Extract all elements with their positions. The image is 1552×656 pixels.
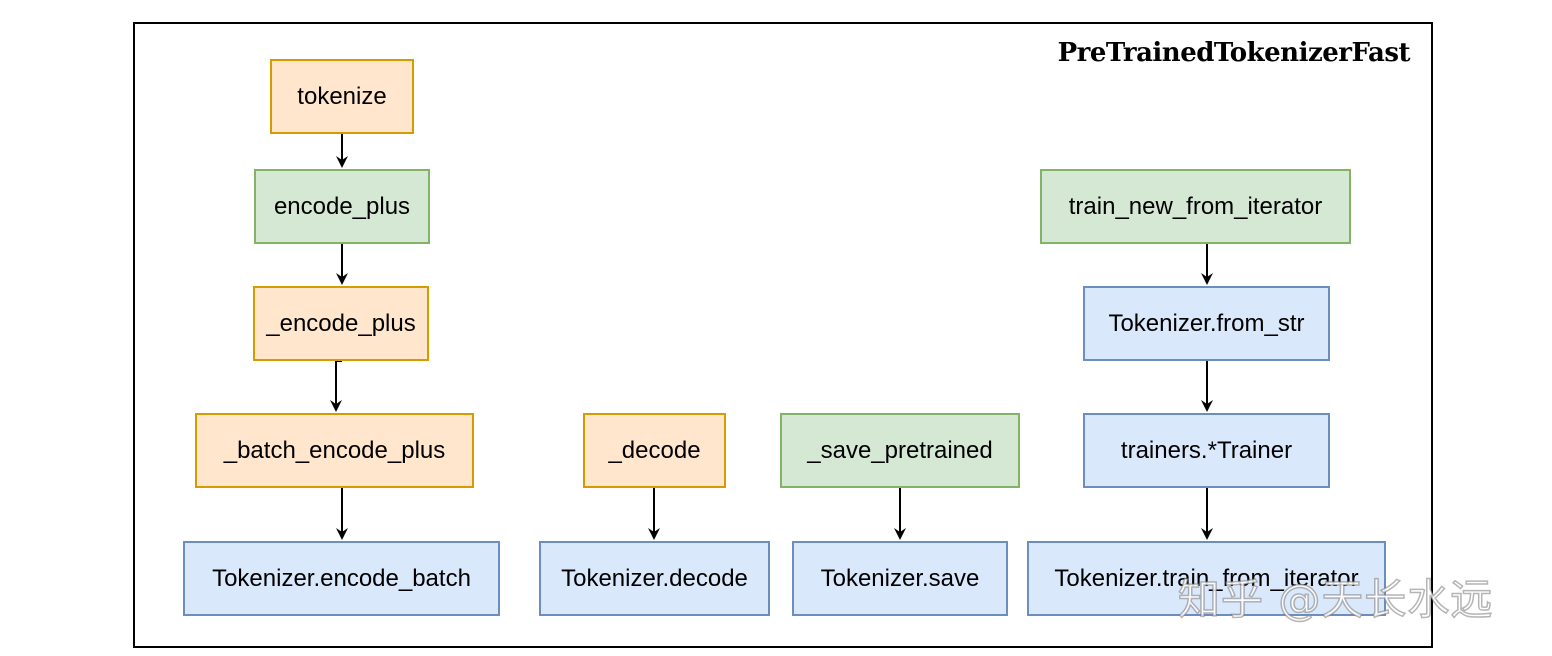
node-encode-plus: encode_plus <box>254 169 430 244</box>
node-underscore-encode-plus-label: _encode_plus <box>266 309 416 337</box>
node-tokenizer-from-str: Tokenizer.from_str <box>1083 286 1330 361</box>
node-tokenizer-train-from-iterator-label: Tokenizer.train_from_iterator <box>1054 564 1359 592</box>
pretrained-tokenizer-fast-frame <box>133 22 1433 648</box>
node-decode-label: _decode <box>608 436 701 464</box>
node-tokenizer-encode-batch-label: Tokenizer.encode_batch <box>212 564 471 592</box>
node-save-pretrained-label: _save_pretrained <box>807 436 993 464</box>
node-tokenizer-decode: Tokenizer.decode <box>539 541 770 616</box>
node-trainers-trainer-label: trainers.*Trainer <box>1120 436 1293 464</box>
node-trainers-trainer: trainers.*Trainer <box>1083 413 1330 488</box>
node-tokenizer-decode-label: Tokenizer.decode <box>561 564 748 592</box>
watermark-text: 知乎 @天长水远 <box>1177 574 1494 625</box>
node-tokenizer-train-from-iterator: Tokenizer.train_from_iterator <box>1027 541 1386 616</box>
node-tokenize: tokenize <box>270 59 414 134</box>
node-tokenizer-from-str-label: Tokenizer.from_str <box>1108 309 1305 337</box>
node-underscore-encode-plus: _encode_plus <box>253 286 429 361</box>
node-tokenizer-save: Tokenizer.save <box>792 541 1008 616</box>
node-batch-encode-plus: _batch_encode_plus <box>195 413 474 488</box>
node-decode: _decode <box>583 413 726 488</box>
node-train-new-from-iterator-label: train_new_from_iterator <box>1068 192 1323 220</box>
node-tokenizer-save-label: Tokenizer.save <box>820 564 980 592</box>
node-encode-plus-label: encode_plus <box>273 192 411 220</box>
node-batch-encode-plus-label: _batch_encode_plus <box>223 436 446 464</box>
frame-title: PreTrainedTokenizerFast <box>1057 38 1411 68</box>
node-train-new-from-iterator: train_new_from_iterator <box>1040 169 1351 244</box>
node-save-pretrained: _save_pretrained <box>780 413 1020 488</box>
node-tokenize-label: tokenize <box>297 82 387 110</box>
node-tokenizer-encode-batch: Tokenizer.encode_batch <box>183 541 500 616</box>
